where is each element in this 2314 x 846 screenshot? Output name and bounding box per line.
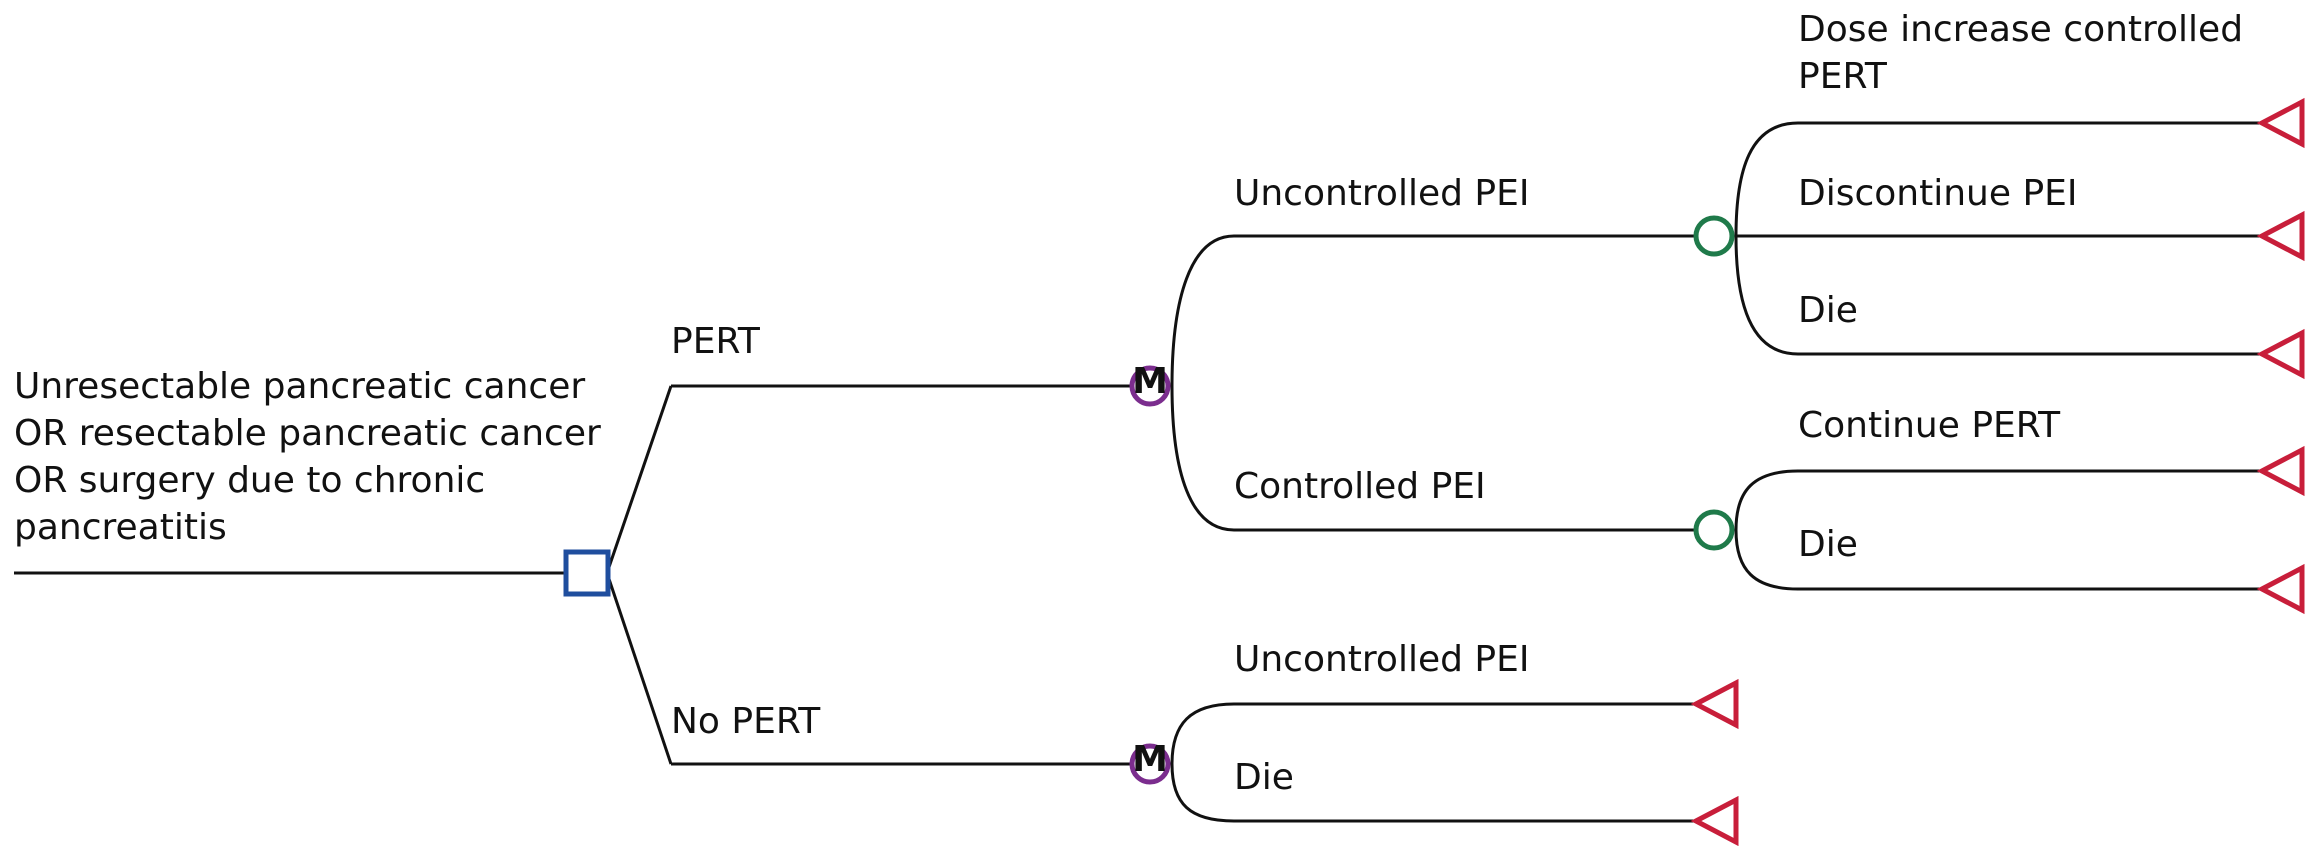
pert-label: PERT — [671, 321, 761, 362]
root-label-line-4: pancreatitis — [14, 507, 227, 548]
pert-markov-lower-curve — [1170, 385, 1235, 532]
dose-increase-label-line-1: Dose increase controlled — [1798, 9, 2243, 50]
chance-node-uncontrolled — [1693, 215, 1735, 257]
markov-node-pert — [1129, 365, 1171, 407]
pert-controlled-label: Controlled PEI — [1234, 466, 1486, 507]
markov-node-no-pert — [1129, 743, 1171, 785]
decision-node — [563, 549, 611, 597]
uncontrolled-chance-upper-curve — [1734, 121, 1799, 237]
terminal-nopert-uncontrolled — [1690, 678, 1739, 730]
terminal-uncontrolled-die — [2256, 328, 2305, 380]
nopert-die-label: Die — [1234, 757, 1294, 798]
discontinue-label: Discontinue PEI — [1798, 173, 2078, 214]
terminal-dose-increase — [2256, 97, 2305, 149]
chance-node-controlled — [1693, 509, 1735, 551]
terminal-nopert-die — [1690, 795, 1739, 846]
uncontrolled-chance-lower-curve — [1734, 235, 1799, 356]
nopert-uncontrolled-label: Uncontrolled PEI — [1234, 639, 1529, 680]
root-label-line-1: Unresectable pancreatic cancer — [14, 366, 585, 407]
markov-node-pert-letter: M — [1132, 361, 1168, 402]
controlled-die-label: Die — [1798, 524, 1858, 565]
pert-uncontrolled-label: Uncontrolled PEI — [1234, 173, 1529, 214]
terminal-controlled-die — [2256, 563, 2305, 615]
no-pert-connector — [605, 572, 673, 765]
root-label-line-3: OR surgery due to chronic — [14, 460, 485, 501]
pert-markov-upper-curve — [1170, 234, 1235, 387]
nopert-markov-upper-curve — [1170, 702, 1235, 765]
dose-increase-label-line-2: PERT — [1798, 56, 1888, 97]
no-pert-label: No PERT — [671, 701, 821, 742]
root-label: Unresectable pancreatic cancer OR resect… — [14, 366, 612, 548]
root-label-line-2: OR resectable pancreatic cancer — [14, 413, 601, 454]
controlled-chance-upper-curve — [1734, 469, 1799, 531]
nopert-markov-lower-curve — [1170, 763, 1235, 823]
pert-connector — [605, 385, 673, 574]
markov-node-no-pert-letter: M — [1132, 739, 1168, 780]
terminal-continue-pert — [2256, 445, 2305, 497]
dose-increase-label: Dose increase controlled PERT — [1798, 9, 2255, 97]
uncontrolled-die-label: Die — [1798, 290, 1858, 331]
terminal-discontinue — [2256, 210, 2305, 262]
controlled-chance-lower-curve — [1734, 529, 1799, 591]
continue-pert-label: Continue PERT — [1798, 405, 2061, 446]
